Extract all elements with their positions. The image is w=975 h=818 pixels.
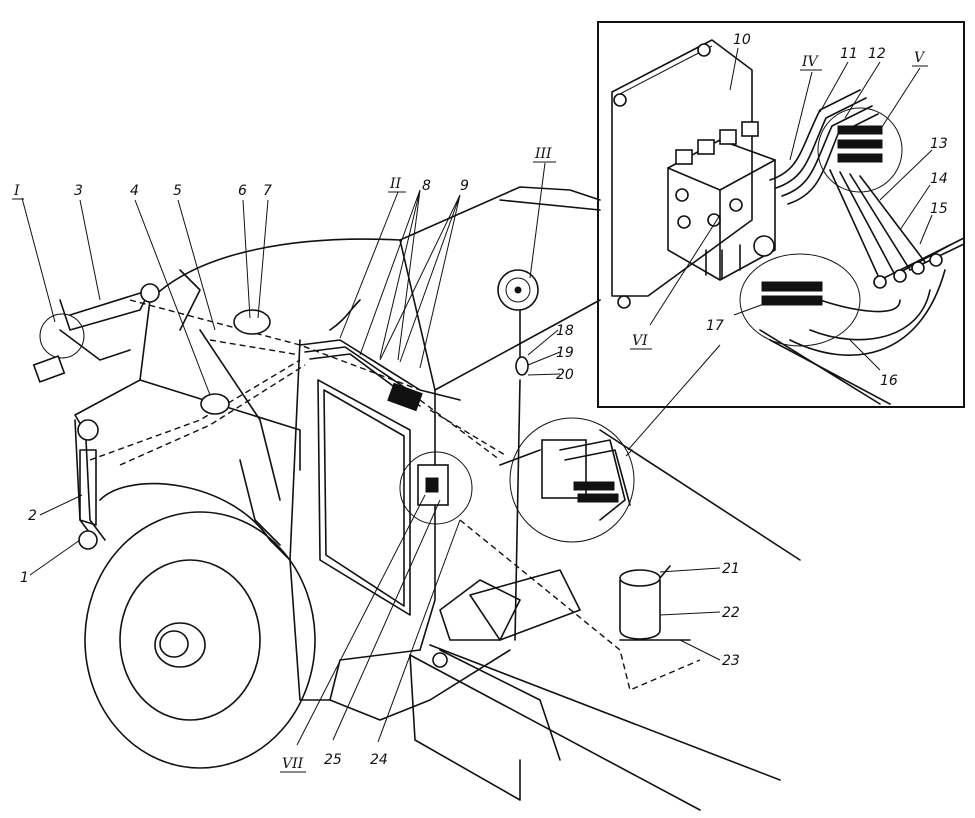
label-25: 25 — [324, 752, 342, 768]
label-II: II — [389, 176, 402, 192]
label-VI: VI — [632, 333, 648, 349]
label-18: 18 — [556, 323, 574, 339]
inset-detail-box — [597, 21, 965, 408]
hydraulic-lines — [59, 289, 701, 691]
label-15: 15 — [930, 201, 948, 217]
truck-cab — [74, 186, 801, 721]
label-12: 12 — [868, 46, 886, 62]
label-4: 4 — [130, 183, 139, 199]
leader-lines — [21, 47, 933, 746]
label-16: 16 — [880, 373, 898, 389]
label-21: 21 — [722, 561, 740, 577]
label-1: 1 — [20, 570, 29, 586]
label-13: 13 — [930, 136, 948, 152]
rear-frame — [409, 569, 781, 811]
label-19: 19 — [556, 345, 574, 361]
label-20: 20 — [556, 367, 574, 383]
label-8: 8 — [422, 178, 431, 194]
label-IV: IV — [801, 54, 820, 70]
label-24: 24 — [370, 752, 388, 768]
front-wheel — [84, 511, 316, 769]
label-10: 10 — [733, 32, 751, 48]
label-14: 14 — [930, 171, 948, 187]
label-17: 17 — [706, 318, 724, 334]
label-VII: VII — [282, 756, 304, 772]
label-9: 9 — [460, 178, 469, 194]
label-I: I — [13, 183, 20, 199]
label-23: 23 — [722, 653, 740, 669]
inset-callout-line — [627, 344, 721, 451]
label-3: 3 — [74, 183, 83, 199]
label-V: V — [914, 50, 926, 66]
components — [32, 269, 691, 641]
callout-labels: I 3 4 5 6 7 II 8 9 III 18 19 20 2 1 VII … — [12, 32, 948, 773]
label-22: 22 — [722, 605, 740, 621]
label-7: 7 — [263, 183, 272, 199]
label-III: III — [534, 146, 552, 162]
label-5: 5 — [173, 183, 182, 199]
label-6: 6 — [238, 183, 247, 199]
label-2: 2 — [28, 508, 37, 524]
label-11: 11 — [840, 46, 858, 62]
